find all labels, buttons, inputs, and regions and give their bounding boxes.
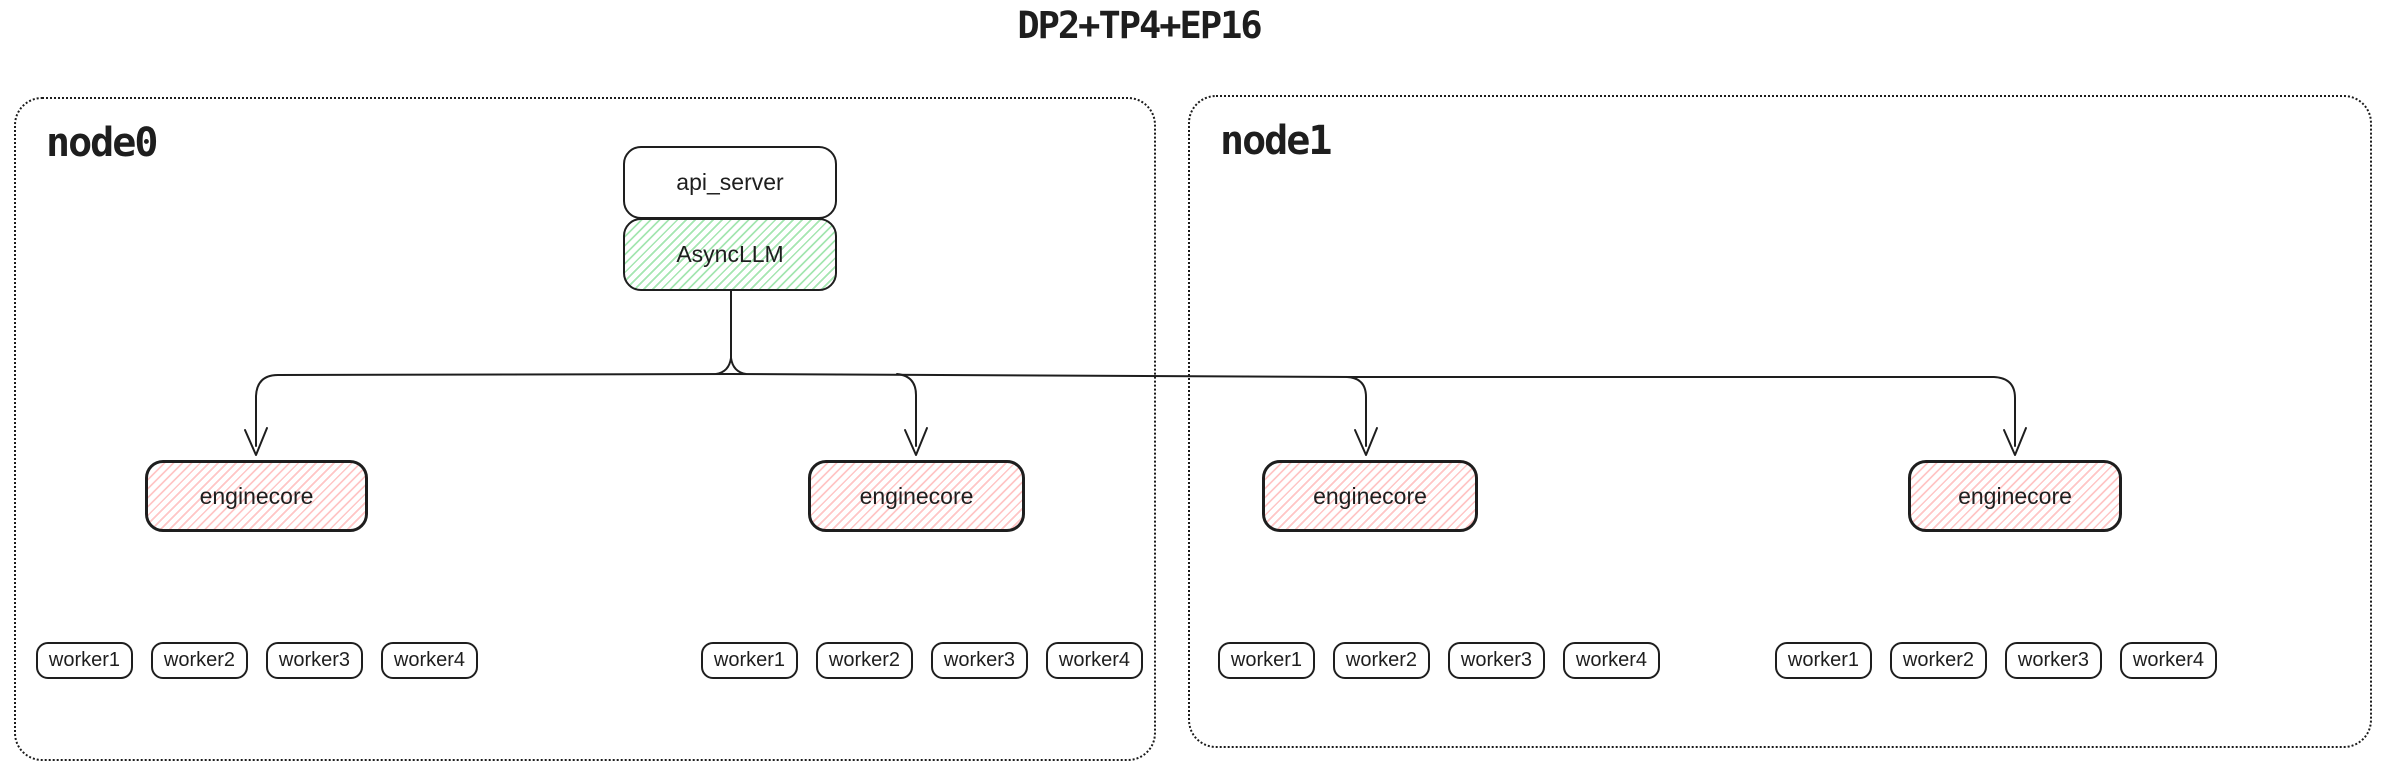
enginecore-label: enginecore — [199, 482, 314, 509]
worker-label: worker4 — [393, 649, 466, 671]
worker-label: worker2 — [163, 649, 236, 671]
worker-label: worker1 — [48, 649, 121, 671]
worker-label: worker2 — [828, 649, 901, 671]
worker-box: worker2 — [151, 642, 248, 679]
worker-label: worker2 — [1902, 649, 1975, 671]
worker-label: worker4 — [1575, 649, 1648, 671]
worker-box: worker1 — [1775, 642, 1872, 679]
diagram-title: DP2+TP4+EP16 — [1017, 4, 1262, 47]
async-llm-box: AsyncLLM — [623, 218, 837, 291]
enginecore-box-1: enginecore — [145, 460, 368, 532]
enginecore-label: enginecore — [1313, 482, 1427, 509]
worker-box: worker4 — [1046, 642, 1143, 679]
enginecore-box-2: enginecore — [808, 460, 1025, 532]
worker-box: worker3 — [2005, 642, 2102, 679]
enginecore-box-4: enginecore — [1908, 460, 2122, 532]
worker-label: worker1 — [713, 649, 786, 671]
worker-box: worker3 — [931, 642, 1028, 679]
worker-label: worker3 — [943, 649, 1016, 671]
worker-label: worker4 — [2132, 649, 2205, 671]
worker-label: worker2 — [1345, 649, 1418, 671]
api-server-box: api_server — [623, 146, 837, 219]
worker-box: worker3 — [266, 642, 363, 679]
worker-label: worker1 — [1787, 649, 1860, 671]
worker-box: worker4 — [381, 642, 478, 679]
worker-box: worker1 — [701, 642, 798, 679]
node0-label: node0 — [46, 120, 158, 166]
api-server-label: api_server — [676, 169, 784, 195]
worker-box: worker4 — [2120, 642, 2217, 679]
worker-label: worker3 — [2017, 649, 2090, 671]
worker-label: worker4 — [1058, 649, 1131, 671]
worker-label: worker1 — [1230, 649, 1303, 671]
enginecore-label: enginecore — [859, 482, 974, 509]
worker-box: worker2 — [816, 642, 913, 679]
worker-box: worker1 — [1218, 642, 1315, 679]
worker-box: worker3 — [1448, 642, 1545, 679]
enginecore-label: enginecore — [1958, 482, 2072, 509]
worker-group-4: worker1 worker2 worker3 worker4 — [1775, 642, 2217, 679]
worker-group-1: worker1 worker2 worker3 worker4 — [36, 642, 478, 679]
worker-group-3: worker1 worker2 worker3 worker4 — [1218, 642, 1660, 679]
enginecore-box-3: enginecore — [1262, 460, 1478, 532]
node1-label: node1 — [1220, 118, 1332, 164]
async-llm-label: AsyncLLM — [676, 241, 784, 267]
worker-box: worker2 — [1333, 642, 1430, 679]
worker-box: worker4 — [1563, 642, 1660, 679]
worker-box: worker1 — [36, 642, 133, 679]
worker-label: worker3 — [1460, 649, 1533, 671]
worker-group-2: worker1 worker2 worker3 worker4 — [701, 642, 1143, 679]
worker-label: worker3 — [278, 649, 351, 671]
worker-box: worker2 — [1890, 642, 1987, 679]
